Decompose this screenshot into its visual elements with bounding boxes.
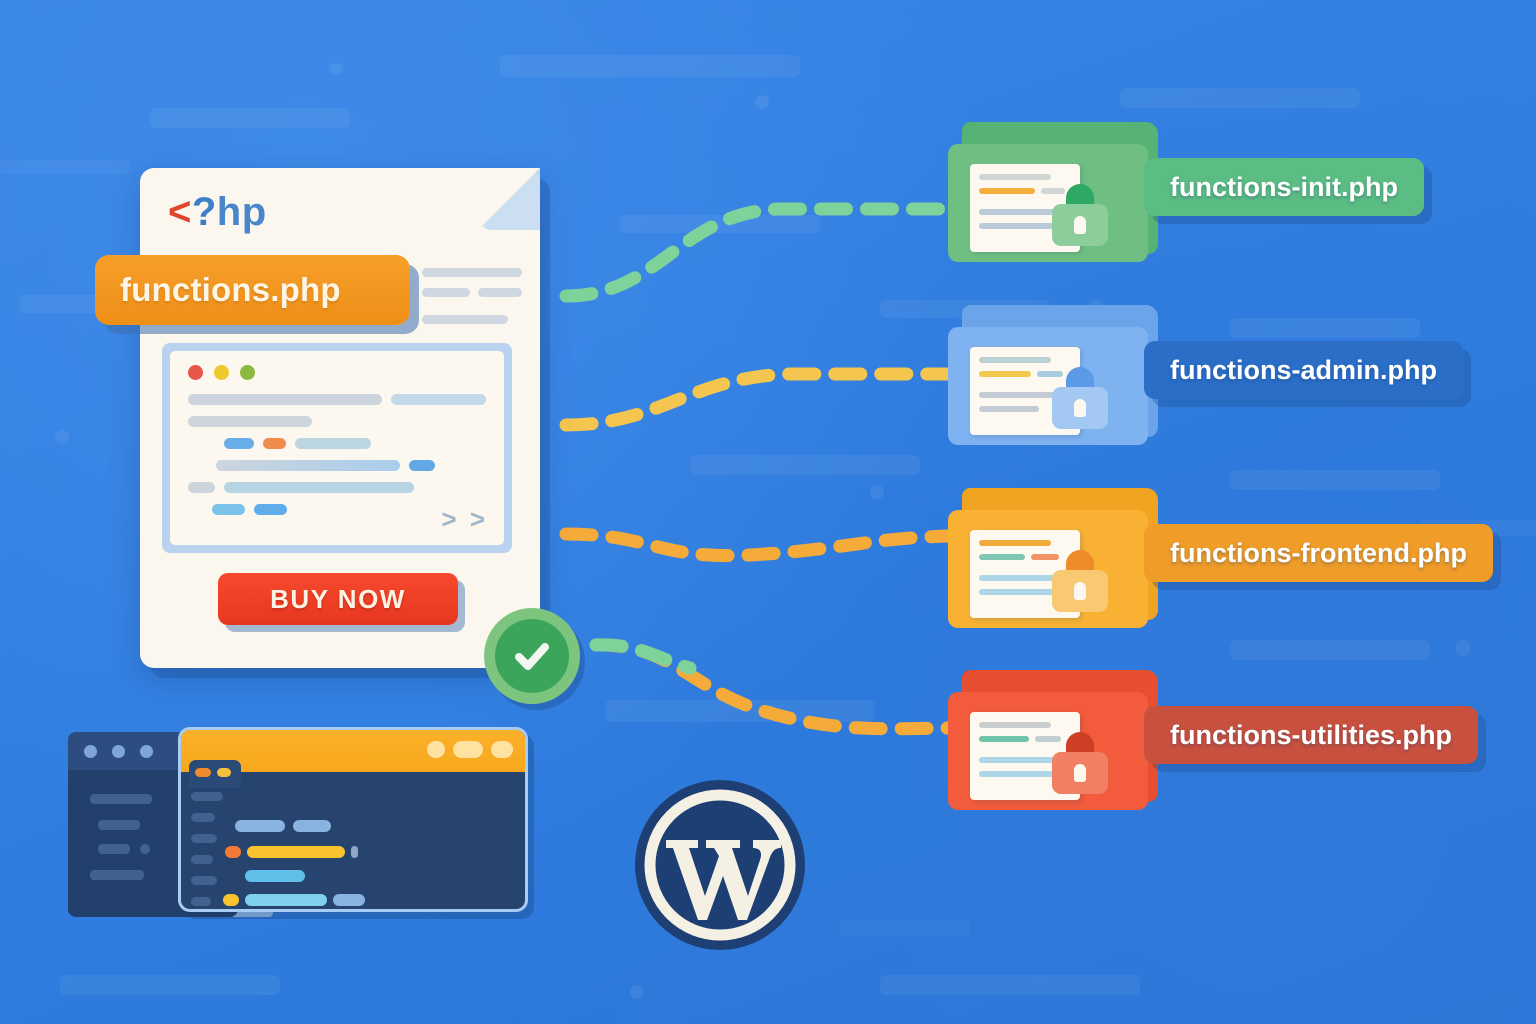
- code-line: [188, 438, 486, 449]
- code-line: [188, 504, 486, 515]
- lock-icon: [1052, 550, 1108, 612]
- file-name-label: functions.php: [120, 271, 341, 308]
- file-label-init[interactable]: functions-init.php: [1144, 158, 1424, 216]
- file-name-badge[interactable]: functions.php: [95, 255, 410, 325]
- code-line: [188, 416, 486, 427]
- wordpress-glyph: [635, 780, 805, 950]
- editor-dot-2: [112, 745, 125, 758]
- file-label-text: functions-admin.php: [1170, 354, 1437, 385]
- editor-dot-3: [140, 745, 153, 758]
- editor-main-window: [178, 727, 528, 912]
- folder-document: [970, 164, 1080, 252]
- php-open-tag: <?hp: [168, 190, 267, 235]
- lock-icon: [1052, 732, 1108, 794]
- functions-php-document[interactable]: <?hp functions.php: [95, 168, 540, 668]
- lock-icon: [1052, 184, 1108, 246]
- folder-lock-icon: [948, 122, 1160, 268]
- editor-dot-1: [84, 745, 97, 758]
- code-preview-window: > >: [162, 343, 512, 553]
- buy-now-label: BUY NOW: [270, 583, 406, 614]
- editor-gutter: [191, 792, 223, 909]
- code-chevron-icon: > >: [441, 504, 488, 534]
- window-traffic-lights: [188, 365, 486, 380]
- folder-lock-icon: [948, 488, 1160, 634]
- window-dot-red: [188, 365, 203, 380]
- file-label-utilities[interactable]: functions-utilities.php: [1144, 706, 1478, 764]
- php-tag-lt: <: [168, 190, 192, 234]
- file-label-admin[interactable]: functions-admin.php: [1144, 341, 1463, 399]
- code-line: [188, 460, 486, 471]
- file-label-text: functions-init.php: [1170, 171, 1398, 202]
- window-dot-green: [240, 365, 255, 380]
- code-line: [188, 394, 486, 405]
- wordpress-logo: [630, 778, 810, 953]
- php-tag-question: ?: [191, 190, 217, 234]
- file-label-text: functions-utilities.php: [1170, 719, 1452, 750]
- code-line: [188, 482, 486, 493]
- checkmark-glyph: [515, 643, 549, 670]
- editor-tab: [189, 760, 241, 788]
- php-tag-hp: hp: [216, 190, 267, 234]
- document-text-lines: [422, 268, 522, 335]
- lock-icon: [1052, 367, 1108, 429]
- buy-now-button[interactable]: BUY NOW: [218, 573, 458, 625]
- window-dot-yellow: [214, 365, 229, 380]
- pencil-icon: [524, 857, 525, 898]
- file-label-text: functions-frontend.php: [1170, 537, 1467, 568]
- folder-lock-icon: [948, 670, 1160, 816]
- check-circle-icon: [484, 608, 580, 704]
- folder-lock-icon: [948, 305, 1160, 451]
- code-editor-illustration: [68, 727, 528, 919]
- file-label-frontend[interactable]: functions-frontend.php: [1144, 524, 1493, 582]
